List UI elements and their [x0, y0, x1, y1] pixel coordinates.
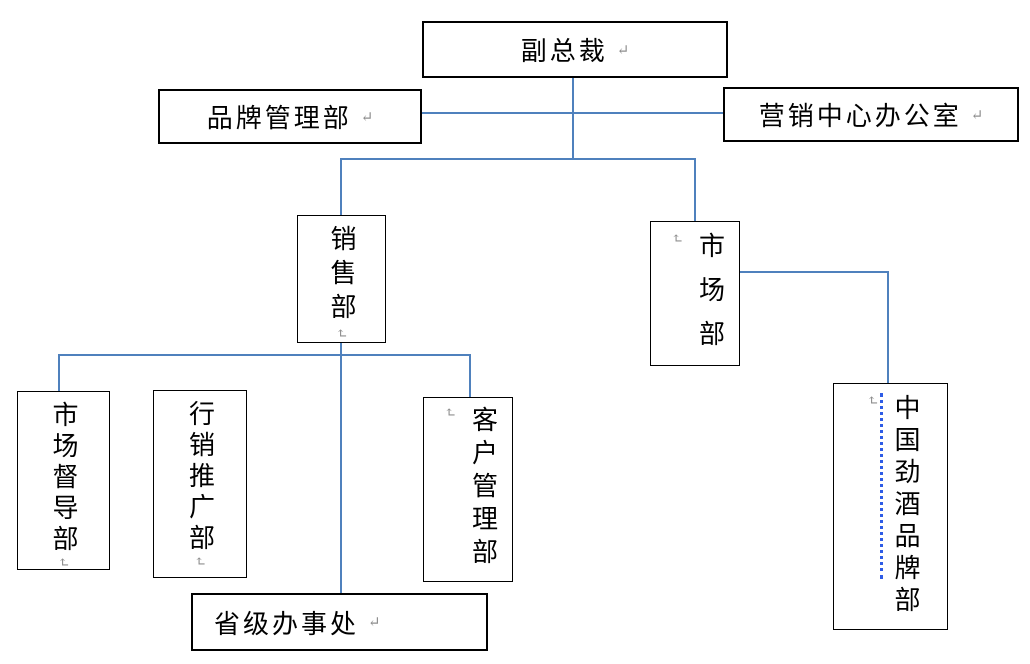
connector-brand-to-office[interactable] — [422, 112, 723, 114]
org-node-vice-president[interactable]: 副总裁 ↵ — [422, 21, 728, 78]
paragraph-mark-icon: ↵ — [360, 107, 374, 126]
paragraph-mark-icon: ↵ — [970, 105, 984, 124]
paragraph-mark-icon: ↵ — [616, 40, 630, 59]
connector-market-dept-right[interactable] — [740, 271, 889, 273]
paragraph-mark-icon: ↵ — [191, 555, 208, 567]
org-node-label: 行销推广部↵ — [184, 400, 215, 567]
dashed-selection-mark — [880, 393, 883, 579]
paragraph-mark-icon: ↵ — [55, 556, 71, 568]
org-node-brand-management[interactable]: 品牌管理部 ↵ — [158, 89, 422, 144]
org-node-provincial-office[interactable]: 省级办事处 ↵ — [191, 593, 488, 651]
org-node-label: 市场督导部↵ — [48, 401, 78, 568]
paragraph-mark-icon: ↵ — [668, 232, 685, 244]
paragraph-mark-icon: ↵ — [333, 327, 349, 339]
connector-to-market-supervision[interactable] — [58, 354, 60, 391]
connector-to-sales-dept[interactable] — [340, 158, 342, 215]
org-node-marketing-promotion[interactable]: 行销推广部↵ — [153, 390, 247, 578]
org-node-label: 副总裁 — [520, 37, 608, 67]
org-node-customer-management[interactable]: 客户管理部↵ — [423, 397, 513, 582]
org-node-label: 营销中心办公室 — [758, 102, 962, 132]
connector-vp-to-branch[interactable] — [572, 78, 574, 159]
org-node-market-dept[interactable]: 市场部↵ — [650, 221, 740, 366]
connector-branch-bar-lower[interactable] — [58, 354, 470, 356]
org-node-label: 销售部↵ — [326, 225, 356, 339]
connector-sales-to-provincial[interactable] — [340, 343, 342, 593]
org-node-sales-dept[interactable]: 销售部↵ — [297, 215, 386, 343]
org-node-china-jing-brand[interactable]: 中国劲酒品牌部↵ — [833, 383, 948, 630]
org-node-label: 品牌管理部 — [206, 104, 352, 134]
org-node-marketing-center-office[interactable]: 营销中心办公室 ↵ — [723, 87, 1019, 142]
connector-to-customer-mgmt[interactable] — [469, 354, 471, 397]
paragraph-mark-icon: ↵ — [441, 406, 458, 418]
paragraph-mark-icon: ↵ — [368, 613, 381, 631]
connector-to-china-jing-brand[interactable] — [887, 271, 889, 383]
paragraph-mark-icon: ↵ — [864, 394, 880, 406]
connector-branch-bar-top[interactable] — [340, 158, 696, 160]
org-node-label: 市场部↵ — [668, 232, 725, 364]
org-node-label: 省级办事处 — [214, 609, 360, 640]
org-node-market-supervision[interactable]: 市场督导部↵ — [17, 391, 110, 570]
connector-to-market-dept[interactable] — [694, 158, 696, 221]
org-node-label: 中国劲酒品牌部↵ — [864, 394, 920, 618]
org-node-label: 客户管理部↵ — [441, 406, 498, 571]
